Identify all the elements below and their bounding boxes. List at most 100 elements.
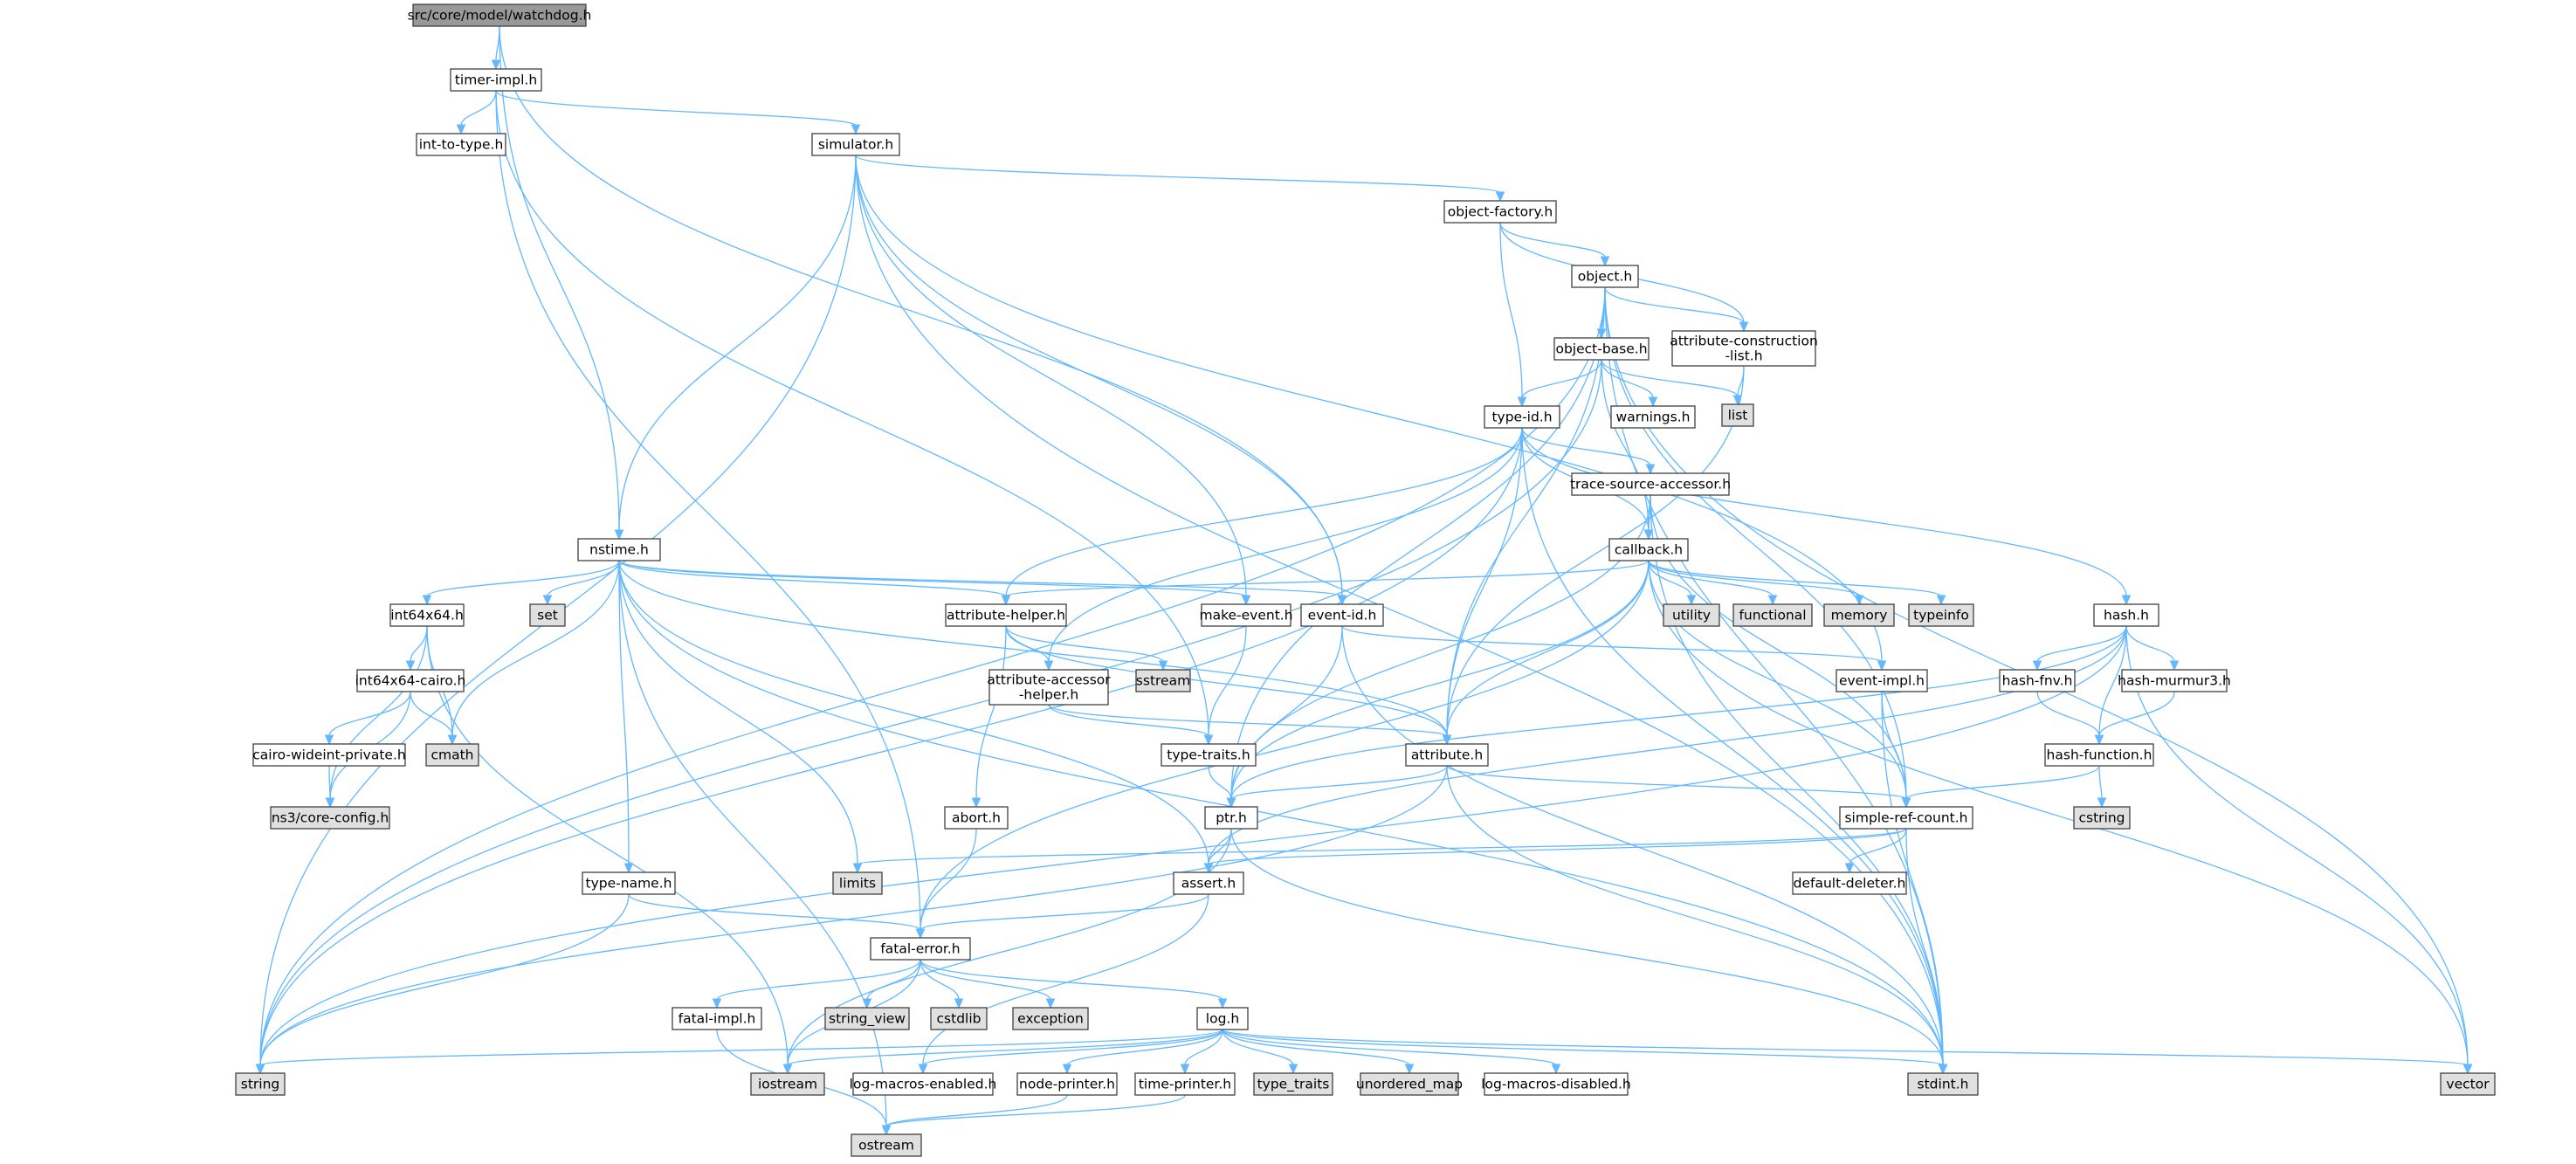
node-warnings[interactable]: warnings.h — [1610, 405, 1696, 429]
node-ptr[interactable]: ptr.h — [1204, 806, 1258, 830]
node-label: simple-ref-count.h — [1844, 810, 1967, 826]
node-label: functional — [1739, 608, 1806, 623]
arrow-head — [2121, 595, 2132, 606]
node-label: int64x64-cairo.h — [355, 673, 466, 689]
arrow-head — [1043, 660, 1054, 672]
node-assert[interactable]: assert.h — [1173, 871, 1244, 895]
node-event-impl[interactable]: event-impl.h — [1836, 669, 1928, 692]
node-trace-src[interactable]: trace-source-accessor.h — [1570, 472, 1731, 496]
arrow-head — [2169, 660, 2180, 672]
node-log-macros-en[interactable]: log-macros-enabled.h — [850, 1072, 997, 1096]
edge-log-to-log_macros_dis — [1222, 1029, 1561, 1075]
node-label: fatal-impl.h — [678, 1011, 756, 1027]
node-attr-helper[interactable]: attribute-helper.h — [945, 603, 1067, 627]
edge-attr_accessor-to-type_traits_h — [1048, 704, 1214, 746]
edge-fatal_error-to-log — [920, 959, 1228, 1009]
arrow-head — [1844, 863, 1855, 874]
node-type-id[interactable]: type-id.h — [1484, 405, 1560, 429]
edge-log-to-log_macros_en — [918, 1029, 1223, 1075]
node-hash[interactable]: hash.h — [2093, 603, 2159, 627]
node-object[interactable]: object.h — [1571, 265, 1639, 288]
node-label: iostream — [758, 1077, 817, 1092]
node-simulator[interactable]: simulator.h — [811, 133, 900, 156]
arrow-head — [1517, 396, 1527, 408]
edge-simple_ref-to-default_deleter — [1844, 828, 1907, 874]
node-type-traits-h[interactable]: type-traits.h — [1161, 743, 1257, 767]
node-int-to-type[interactable]: int-to-type.h — [416, 133, 506, 156]
edge-callback-to-functional — [1648, 560, 1778, 606]
arrow-head — [918, 1064, 928, 1075]
node-unordered-map: unordered_map — [1356, 1072, 1463, 1096]
arrow-head — [1739, 321, 1749, 333]
arrow-head — [1337, 595, 1347, 606]
node-event-id[interactable]: event-id.h — [1300, 603, 1384, 627]
edge-log-to-time_printer — [1180, 1029, 1223, 1075]
node-cairo-wideint[interactable]: cairo-wideint-private.h — [252, 743, 406, 767]
node-attribute[interactable]: attribute.h — [1405, 743, 1489, 767]
node-label: list — [1728, 408, 1748, 424]
node-exception: exception — [1012, 1007, 1089, 1030]
node-label: attribute-helper.h — [947, 608, 1065, 623]
node-limits: limits — [832, 871, 883, 895]
edge-object-to-ptr — [1226, 286, 1606, 809]
node-label: -list.h — [1725, 348, 1762, 364]
edge-attribute-to-simple_ref — [1446, 765, 1911, 809]
node-hash-fnv[interactable]: hash-fnv.h — [1999, 669, 2076, 692]
edge-log-to-type_traits — [1222, 1029, 1298, 1075]
edge-nstime-to-set — [542, 560, 620, 606]
node-abort[interactable]: abort.h — [944, 806, 1009, 830]
node-node-printer[interactable]: node-printer.h — [1016, 1072, 1118, 1096]
edge-callback-to-typeinfo — [1648, 560, 1946, 606]
node-string-view: string_view — [824, 1007, 910, 1030]
node-int64x64[interactable]: int64x64.h — [389, 603, 465, 627]
node-time-printer[interactable]: time-printer.h — [1134, 1072, 1236, 1096]
arrow-head — [915, 928, 926, 940]
arrow-head — [1203, 734, 1214, 746]
node-label: int-to-type.h — [419, 137, 504, 153]
arrow-head — [2094, 734, 2104, 746]
node-label: attribute.h — [1411, 747, 1483, 763]
node-log[interactable]: log.h — [1196, 1007, 1249, 1030]
arrow-head — [1643, 529, 1654, 541]
edge-watchdog-to-event_id — [499, 25, 1347, 606]
node-simple-ref[interactable]: simple-ref-count.h — [1839, 806, 1973, 830]
node-label: memory — [1831, 608, 1888, 623]
node-callback[interactable]: callback.h — [1608, 538, 1689, 561]
edge-log-to-stdint — [1222, 1029, 1948, 1075]
node-make-event[interactable]: make-event.h — [1199, 603, 1293, 627]
node-type-name[interactable]: type-name.h — [582, 871, 676, 895]
node-timer-impl[interactable]: timer-impl.h — [450, 68, 542, 92]
node-cstdlib: cstdlib — [930, 1007, 988, 1030]
node-default-deleter[interactable]: default-deleter.h — [1792, 871, 1907, 895]
node-fatal-impl[interactable]: fatal-impl.h — [672, 1007, 762, 1030]
node-label: abort.h — [952, 810, 1001, 826]
node-int64x64-cairo[interactable]: int64x64-cairo.h — [355, 669, 466, 692]
node-object-factory[interactable]: object-factory.h — [1443, 200, 1557, 224]
node-log-macros-dis[interactable]: log-macros-disabled.h — [1481, 1072, 1631, 1096]
node-label: set — [537, 608, 558, 623]
node-nstime[interactable]: nstime.h — [577, 538, 661, 561]
node-label: hash-murmur3.h — [2118, 673, 2231, 689]
edge-type_id-to-trace_src — [1521, 427, 1656, 475]
node-hash-murmur3[interactable]: hash-murmur3.h — [2118, 669, 2231, 692]
node-attr-constr[interactable]: attribute-construction-list.h — [1670, 330, 1818, 367]
arrow-head — [881, 1125, 892, 1136]
arrow-head — [1495, 191, 1505, 203]
node-hash-function[interactable]: hash-function.h — [2044, 743, 2154, 767]
node-label: string_view — [829, 1011, 906, 1028]
node-attr-accessor[interactable]: attribute-accessor-helper.h — [987, 669, 1111, 706]
node-memory: memory — [1823, 603, 1895, 627]
edge-log-to-node_printer — [1062, 1029, 1223, 1075]
node-label: ns3/core-config.h — [272, 810, 389, 826]
node-fatal-error[interactable]: fatal-error.h — [870, 937, 971, 961]
edge-nstime-to-assert — [618, 560, 1214, 874]
edge-fatal_error-to-string_view — [862, 959, 921, 1009]
edge-callback-to-utility — [1648, 560, 1697, 606]
edge-layer — [255, 25, 2473, 1136]
edge-callback-to-memory — [1648, 560, 1864, 606]
edge-int64x64-to-core_config — [325, 625, 428, 809]
node-object-base[interactable]: object-base.h — [1553, 337, 1650, 361]
node-label: assert.h — [1181, 876, 1236, 892]
node-label: cairo-wideint-private.h — [252, 747, 405, 763]
node-label: event-impl.h — [1839, 673, 1925, 689]
